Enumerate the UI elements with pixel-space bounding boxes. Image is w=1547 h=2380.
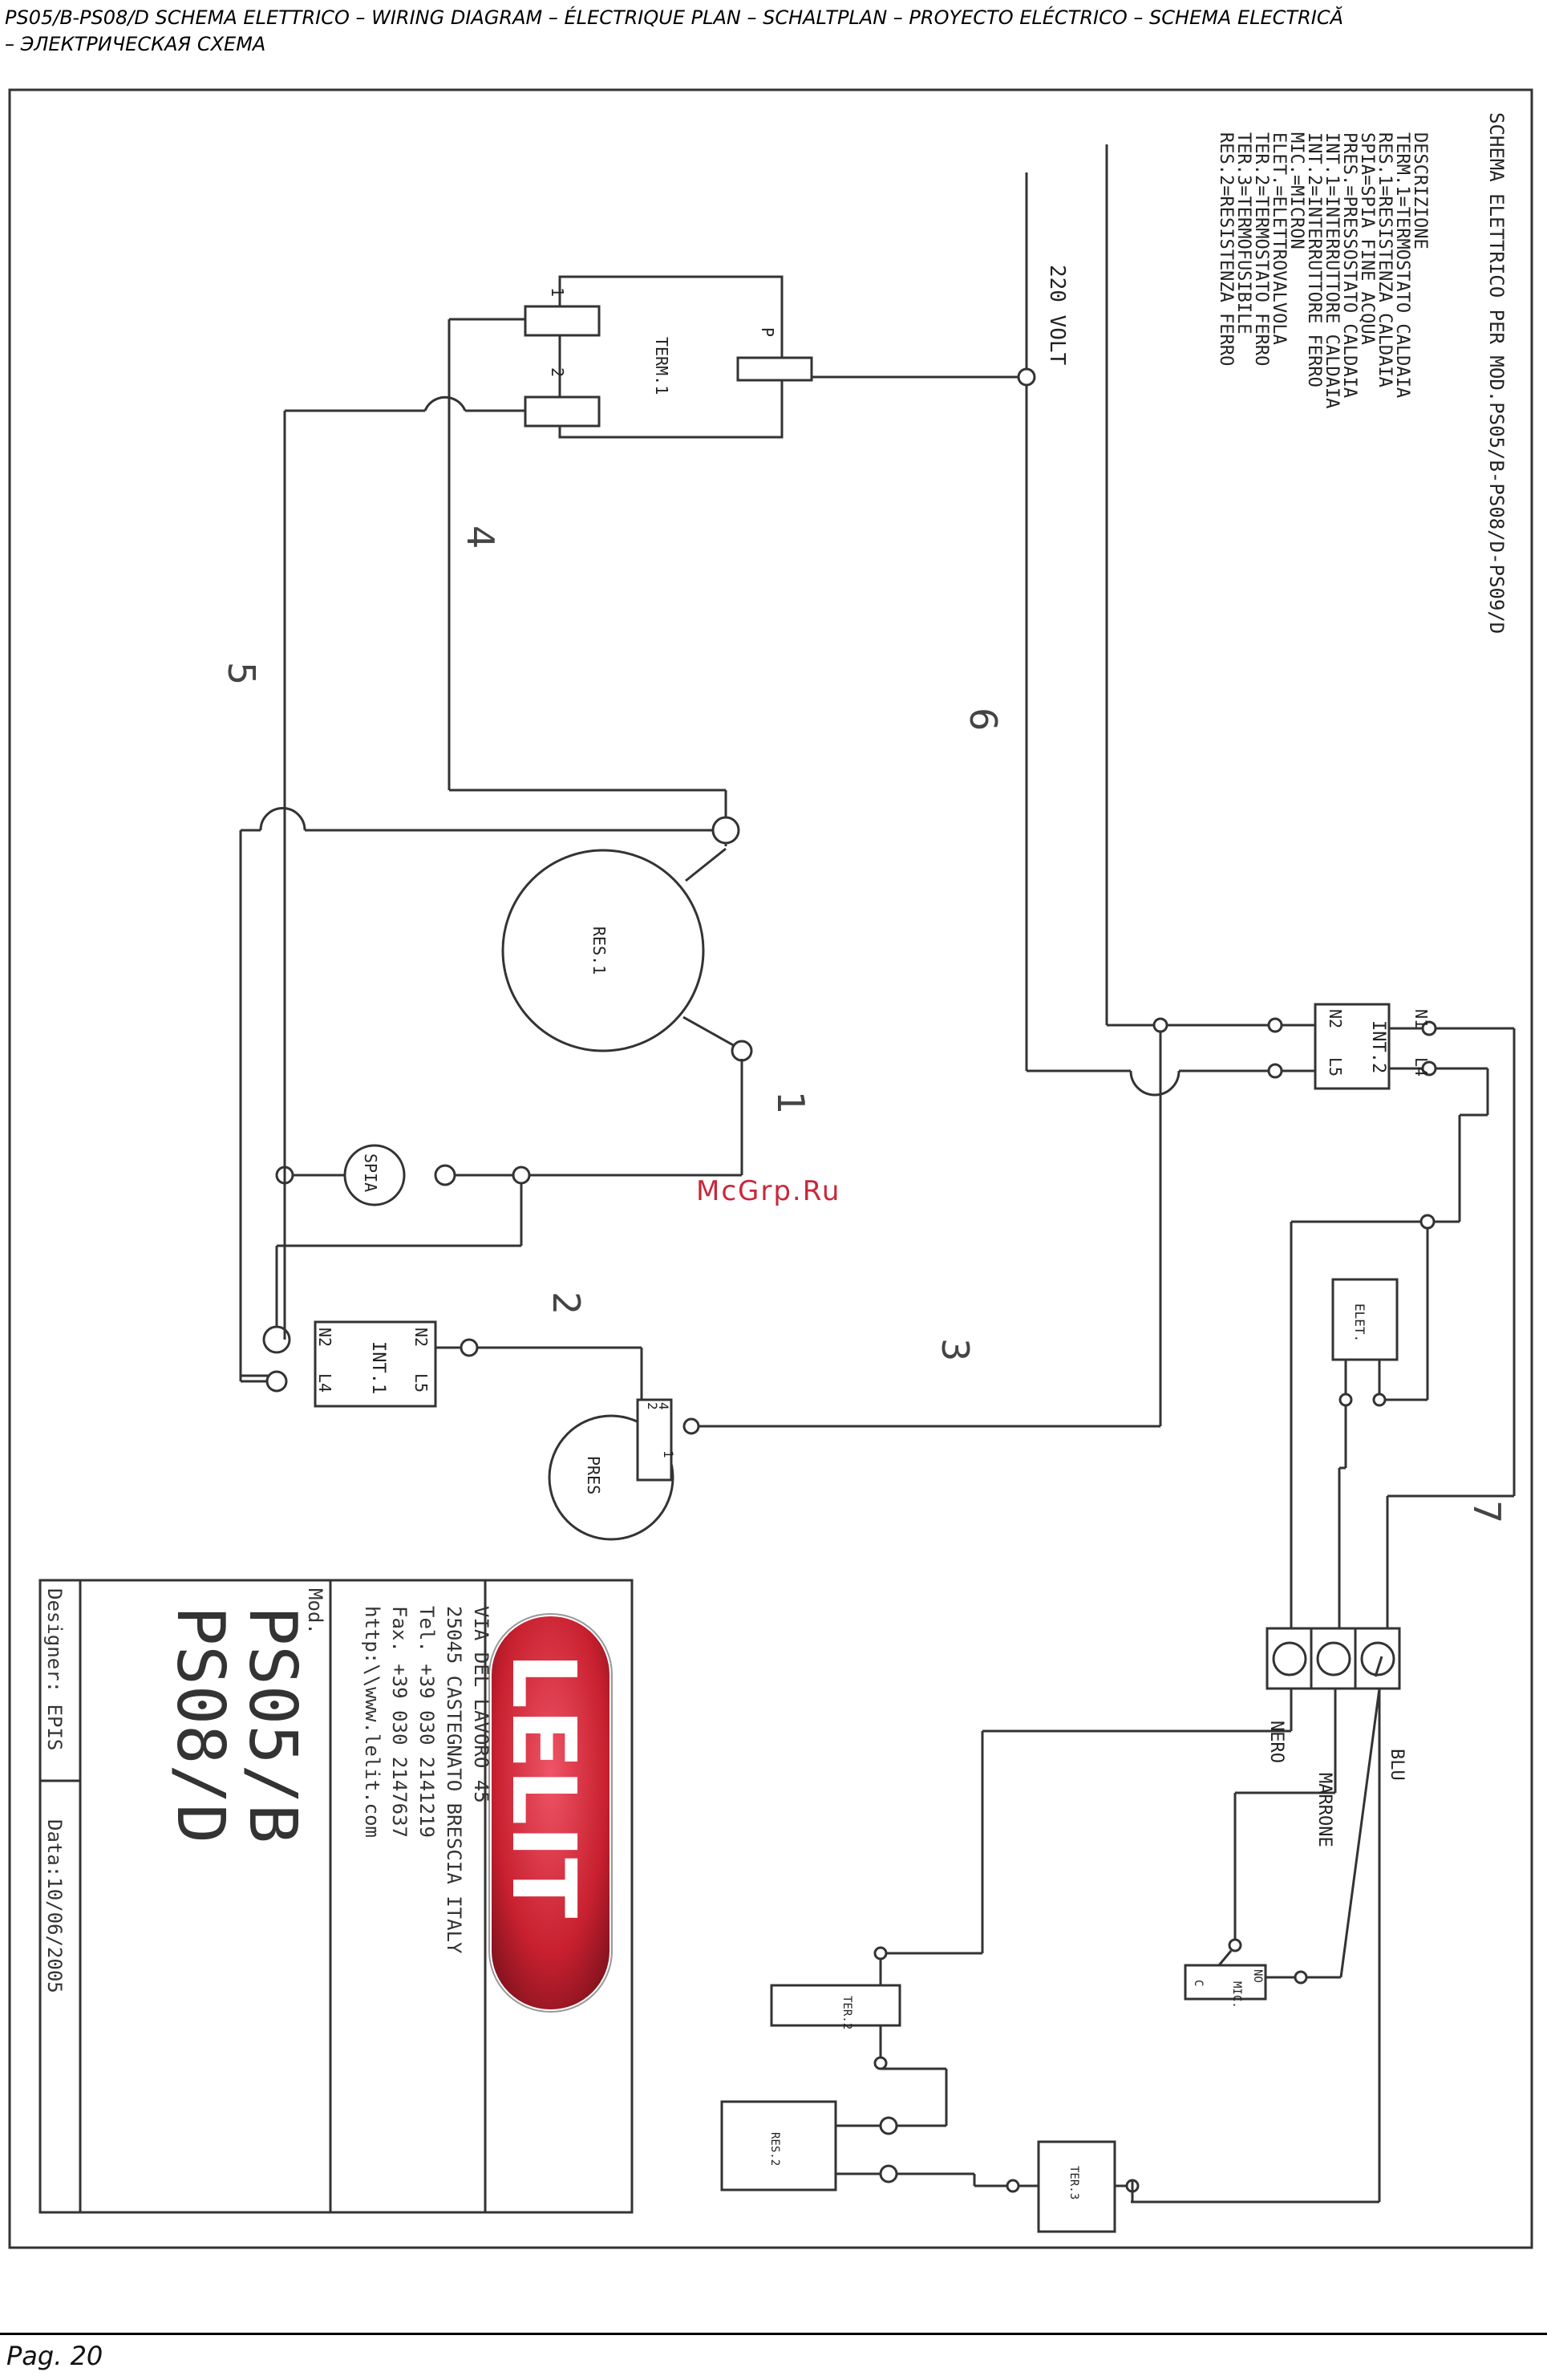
voltage-label: 220 VOLT <box>1045 265 1069 366</box>
res2-label: RES.2 <box>768 2132 781 2166</box>
elet-label: ELET. <box>1352 1304 1367 1342</box>
model-ps08d: PS08/D <box>162 1606 238 1843</box>
wire-2 <box>435 1338 643 1404</box>
wire-color-blu: BLU <box>1387 1749 1407 1781</box>
pres-pin-2: 2 <box>645 1402 660 1410</box>
address-line: http:\\www.lelit.com <box>361 1606 383 1838</box>
int1-pin: L5 <box>411 1373 431 1393</box>
ter2-label: TER.2 <box>840 1996 853 2029</box>
wire-number-6: 6 <box>962 708 1005 731</box>
int2-pin: L5 <box>1326 1057 1345 1076</box>
legend-item: MIC.=MICRON <box>1286 132 1306 249</box>
wire-number-2: 2 <box>545 1291 588 1315</box>
wire-number-4: 4 <box>459 525 502 549</box>
legend-item: SPIA=SPIA FINE ACQUA <box>1357 132 1377 345</box>
int1-pin: N2 <box>315 1328 334 1347</box>
legend-item: RES.1=RESISTENZA CALDAIA <box>1375 132 1395 387</box>
diagram-title: SCHEMA ELETTRICO PER MOD.PS05/B-PS08/D-P… <box>1485 112 1508 634</box>
wire-number-5: 5 <box>220 662 263 685</box>
pres-label: PRES <box>584 1456 603 1494</box>
legend-item: ELET.=ELETTROVALVOLA <box>1269 132 1289 345</box>
footer-rule <box>0 2333 1547 2335</box>
elet-solenoid-valve: ELET. <box>1331 1278 1399 1652</box>
term1-pin-1: 1 <box>548 287 567 297</box>
wire-number-1: 1 <box>769 1091 812 1114</box>
legend-item: PRES.=PRESSOSTATO CALDAIA <box>1339 132 1359 398</box>
legend-item: INT.1=INTERRUTTORE CALDAIA <box>1322 132 1342 408</box>
res1-boiler-element: RES.1 <box>501 816 753 1062</box>
company-address: VIA DEL LAVORO 45 25045 CASTEGNATO BRESC… <box>361 1606 492 1954</box>
wire-number-3: 3 <box>933 1338 977 1361</box>
int2-pin: N2 <box>1326 1009 1345 1028</box>
int2-pin: L4 <box>1411 1057 1431 1076</box>
mic-microswitch: MIC. C NO <box>1184 1873 1308 2009</box>
legend-block: SCHEMA ELETTRICO PER MOD.PS05/B-PS08/D-P… <box>1216 112 1508 634</box>
legend-item: TER.3=TERMOFUSIBILE <box>1233 132 1253 334</box>
int2-pin: N1 <box>1411 1009 1431 1028</box>
lelit-logo: LELIT <box>487 1612 614 2014</box>
wire-1 <box>275 1059 743 1340</box>
wire-7 <box>1290 1027 1516 1652</box>
page-header: PS05/B-PS08/D SCHEMA ELETTRICO – WIRING … <box>5 5 1537 58</box>
legend-heading: DESCRIZIONE <box>1410 132 1430 249</box>
spia-lamp: SPIA <box>275 1144 406 1206</box>
diagram-frame <box>8 88 1533 2249</box>
wire-color-marrone: MARRONE <box>1314 1773 1334 1847</box>
spia-label: SPIA <box>361 1154 380 1192</box>
ter3-label: TER.3 <box>1067 2166 1080 2200</box>
legend-item: RES.2=RESISTENZA FERRO <box>1216 132 1236 366</box>
int1-pin: N2 <box>411 1328 431 1347</box>
header-line-1: PS05/B-PS08/D SCHEMA ELETTRICO – WIRING … <box>5 6 1343 29</box>
mic-pin-c: C <box>1192 1980 1205 1986</box>
pres-pin-1: 1 <box>661 1450 676 1458</box>
term1-thermostat: TERM.1 1 2 P <box>524 275 813 439</box>
address-line: VIA DEL LAVORO 45 <box>470 1606 492 1803</box>
pres-pin-4: 4 <box>656 1402 671 1410</box>
int2-label: INT.2 <box>1368 1020 1388 1073</box>
power-feed: 220 VOLT <box>810 144 1275 1097</box>
logo-wordmark: LELIT <box>492 1652 595 1918</box>
term1-pin-p: P <box>758 327 777 337</box>
legend-item: TERM.1=TERMOSTATO CALDAIA <box>1392 132 1412 398</box>
pres-pressure-switch: PRES 1 2 4 <box>548 1398 700 1541</box>
page-number: Pag. 20 <box>6 2341 103 2371</box>
int2-switch: INT.2 N1 L4 N2 L5 <box>1267 1003 1437 1090</box>
wire-5 <box>239 395 726 1377</box>
header-line-2: – ЭЛЕКТРИЧЕСКАЯ СХЕМА <box>5 33 266 55</box>
iron-cable: BLU MARRONE NERO <box>881 1688 1407 2204</box>
legend-item: INT.2=INTERRUTTORE FERRO <box>1304 132 1324 387</box>
mod-label: Mod. <box>304 1588 326 1635</box>
mic-label: MIC. <box>1230 1981 1243 2009</box>
wire-3 <box>699 1017 1168 1428</box>
title-block: LELIT VIA DEL LAVORO 45 25045 CASTEGNATO… <box>38 1579 634 2214</box>
int1-label: INT.1 <box>368 1341 388 1394</box>
wire-numbers: 1 2 3 4 5 6 7 <box>220 525 1509 1523</box>
mic-pin-no: NO <box>1251 1969 1264 1983</box>
ter3-thermal-fuse: TER.3 <box>1006 2140 1140 2233</box>
address-line: Fax. +39 030 2147637 <box>388 1606 411 1838</box>
watermark-text: McGrp.Ru <box>696 1175 840 1207</box>
date-label: Data:10/06/2005 <box>43 1819 66 1993</box>
address-line: Tel. +39 030 2141219 <box>415 1606 438 1838</box>
wire-number-7: 7 <box>1465 1500 1509 1523</box>
terminal-block <box>1266 1627 1401 1690</box>
term1-label: TERM.1 <box>652 337 671 395</box>
address-line: 25045 CASTEGNATO BRESCIA ITALY <box>443 1606 465 1954</box>
wire-color-nero: NERO <box>1266 1721 1286 1763</box>
term1-pin-2: 2 <box>548 367 567 377</box>
model-ps05b: PS05/B <box>234 1606 310 1843</box>
int1-pin: L4 <box>315 1373 334 1393</box>
designer-label: Designer: EPIS <box>43 1588 66 1750</box>
ter2-iron-thermostat: TER.2 <box>770 1946 948 2127</box>
int1-switch: INT.1 N2 L5 N2 L4 <box>239 1167 437 1408</box>
res2-iron-element: RES.2 <box>720 2100 1006 2191</box>
res1-label: RES.1 <box>589 926 609 975</box>
legend-item: TER.2=TERMOSTATO FERRO <box>1251 132 1271 366</box>
